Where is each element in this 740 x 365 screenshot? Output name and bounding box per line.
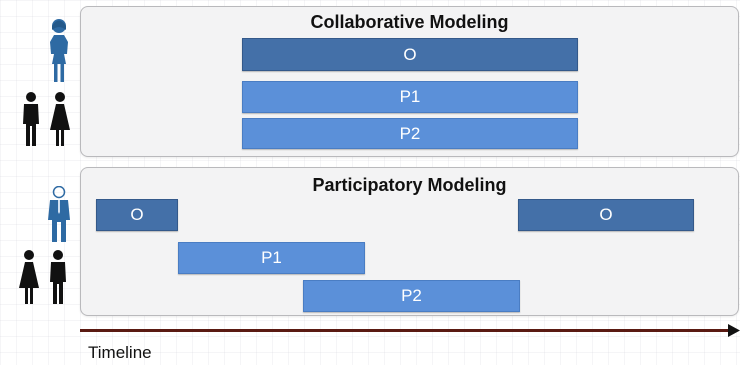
timeline-label: Timeline bbox=[88, 343, 152, 362]
organizer-female-icon bbox=[50, 19, 68, 82]
collaborative-bar-p2: P2 bbox=[242, 118, 578, 149]
participant-male-icon-2 bbox=[50, 250, 66, 304]
participant-female-icon-2 bbox=[19, 250, 39, 304]
participatory-bar-p2: P2 bbox=[303, 280, 520, 312]
collaborative-title: Collaborative Modeling bbox=[310, 12, 509, 32]
timeline-arrowhead-icon bbox=[728, 324, 740, 337]
collaborative-bar-o: O bbox=[242, 38, 578, 71]
participant-female-icon bbox=[50, 92, 70, 146]
participatory-bar-p1: P1 bbox=[178, 242, 365, 274]
participant-male-icon bbox=[23, 92, 39, 146]
participatory-title: Participatory Modeling bbox=[312, 175, 507, 195]
organizer-male-icon bbox=[48, 186, 70, 242]
collaborative-bar-p1: P1 bbox=[242, 81, 578, 113]
participatory-bar-o-end: O bbox=[518, 199, 694, 231]
timeline-axis bbox=[80, 329, 732, 332]
participatory-bar-o-start: O bbox=[96, 199, 178, 231]
